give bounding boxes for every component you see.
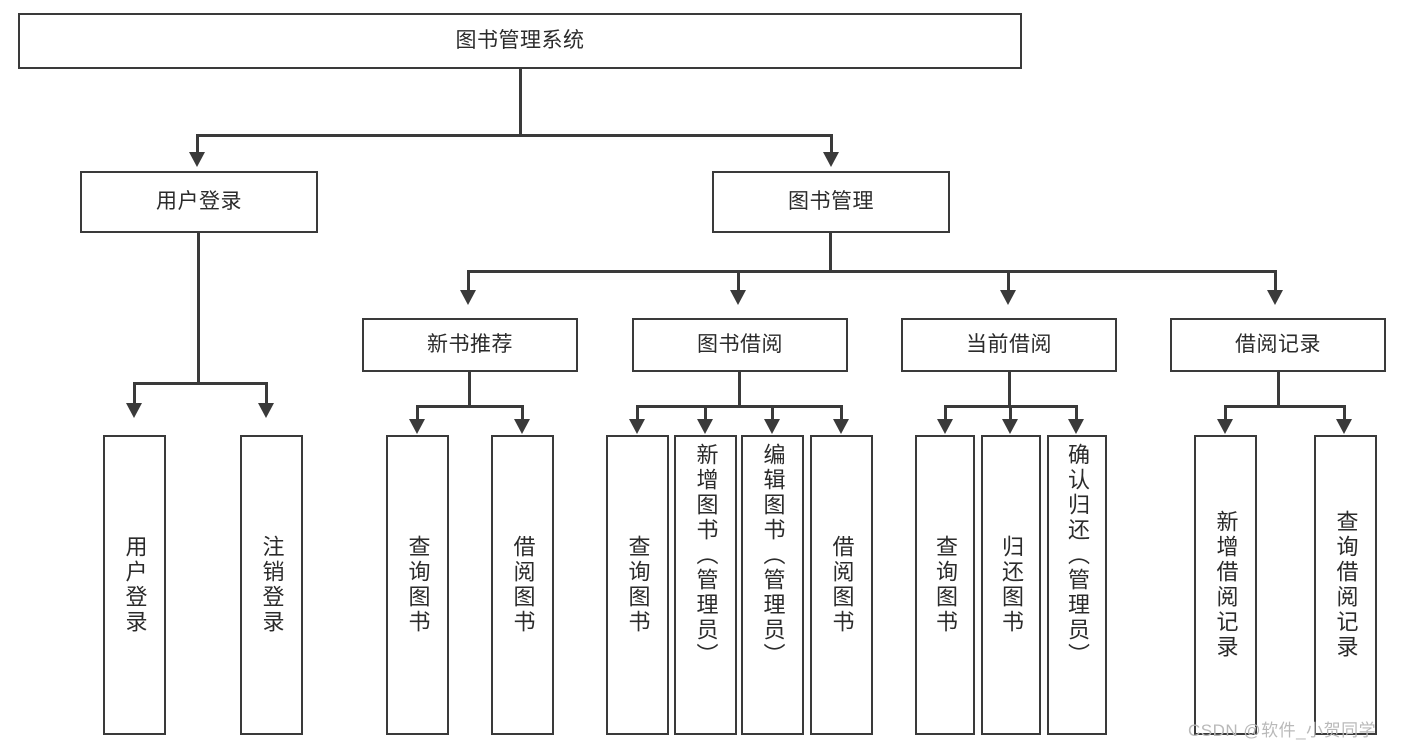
connector-book-borrow-bus [636,405,843,408]
leaf-label: 查询图书 [625,535,651,635]
leaf-label: 借阅图书 [510,535,536,635]
arrow-cb-leaf-3 [1068,419,1084,434]
connector-to-new-book-recommend [467,270,470,292]
node-user-login[interactable]: 用户登录 [80,171,318,233]
leaf-label: 借阅图书 [829,535,855,635]
watermark: CSDN @软件_小贺同学 [1188,721,1377,740]
connector-nbr-leaf-2 [521,405,524,421]
node-new-book-recommend[interactable]: 新书推荐 [362,318,578,372]
connector-new-book-recommend-stem [468,372,471,408]
leaf-user-login[interactable]: 用户登录 [103,435,166,735]
leaf-label: 查询图书 [933,535,958,635]
leaf-label: 查询图书 [405,535,431,635]
leaf-label: 用户登录 [122,535,148,635]
leaf-query-borrow-record[interactable]: 查询借阅记录 [1314,435,1377,735]
connector-bb-leaf-3 [771,405,774,421]
leaf-borrow-book-recommend[interactable]: 借阅图书 [491,435,554,735]
node-root-book-management-system[interactable]: 图书管理系统 [18,13,1022,69]
connector-nbr-leaf-1 [416,405,419,421]
arrow-to-borrow-record [1267,290,1283,305]
arrow-cb-leaf-1 [937,419,953,434]
arrow-user-login-leaf-2 [258,403,274,418]
arrow-nbr-leaf-2 [514,419,530,434]
arrow-nbr-leaf-1 [409,419,425,434]
leaf-label: 归还图书 [999,535,1024,635]
leaf-borrow-book[interactable]: 借阅图书 [810,435,873,735]
arrow-cb-leaf-2 [1002,419,1018,434]
node-label: 当前借阅 [966,332,1052,356]
connector-level3-bus [467,270,1277,273]
node-current-borrow[interactable]: 当前借阅 [901,318,1117,372]
connector-current-borrow-stem [1008,372,1011,408]
connector-br-leaf-2 [1343,405,1346,421]
connector-br-leaf-1 [1224,405,1227,421]
arrow-user-login-leaf-1 [126,403,142,418]
leaf-edit-book-admin[interactable]: 编辑图书（管理员） [741,435,804,735]
leaf-query-book-borrow[interactable]: 查询图书 [606,435,669,735]
leaf-label: 编辑图书（管理员） [760,443,786,668]
connector-root-to-user-login [196,134,199,154]
leaf-label: 注销登录 [259,535,285,635]
arrow-br-leaf-1 [1217,419,1233,434]
arrow-to-current-borrow [1000,290,1016,305]
connector-book-management-stem [829,233,832,272]
arrow-to-new-book-recommend [460,290,476,305]
leaf-label: 查询借阅记录 [1333,510,1359,660]
arrow-root-to-book-management [823,152,839,167]
connector-user-login-bus [133,382,268,385]
connector-to-current-borrow [1007,270,1010,292]
node-label: 借阅记录 [1235,332,1321,356]
node-book-management[interactable]: 图书管理 [712,171,950,233]
connector-bb-leaf-1 [636,405,639,421]
leaf-logout[interactable]: 注销登录 [240,435,303,735]
arrow-bb-leaf-3 [764,419,780,434]
connector-user-login-right [265,382,268,405]
node-label: 图书管理 [788,189,874,213]
leaf-label: 新增借阅记录 [1213,510,1239,660]
leaf-label: 新增图书（管理员） [693,443,719,668]
node-label: 图书管理系统 [455,28,585,52]
connector-borrow-record-stem [1277,372,1280,408]
leaf-query-book-current[interactable]: 查询图书 [915,435,975,735]
connector-bb-leaf-2 [704,405,707,421]
connector-book-borrow-stem [738,372,741,408]
connector-root-to-book-management [830,134,833,154]
leaf-confirm-return-admin[interactable]: 确认归还（管理员） [1047,435,1107,735]
connector-root-bus [196,134,833,137]
connector-new-book-recommend-bus [416,405,524,408]
connector-bb-leaf-4 [840,405,843,421]
node-label: 用户登录 [156,189,242,213]
arrow-bb-leaf-4 [833,419,849,434]
connector-root-stem [519,69,522,136]
connector-cb-leaf-2 [1009,405,1012,421]
arrow-root-to-user-login [189,152,205,167]
connector-to-borrow-record [1274,270,1277,292]
arrow-bb-leaf-1 [629,419,645,434]
node-label: 图书借阅 [697,332,783,356]
node-book-borrow[interactable]: 图书借阅 [632,318,848,372]
leaf-query-book-recommend[interactable]: 查询图书 [386,435,449,735]
node-borrow-record[interactable]: 借阅记录 [1170,318,1386,372]
leaf-add-borrow-record[interactable]: 新增借阅记录 [1194,435,1257,735]
connector-user-login-left [133,382,136,405]
connector-borrow-record-bus [1224,405,1346,408]
connector-to-book-borrow [737,270,740,292]
arrow-br-leaf-2 [1336,419,1352,434]
arrow-bb-leaf-2 [697,419,713,434]
leaf-label: 确认归还（管理员） [1065,443,1090,668]
arrow-to-book-borrow [730,290,746,305]
leaf-add-book-admin[interactable]: 新增图书（管理员） [674,435,737,735]
connector-cb-leaf-3 [1075,405,1078,421]
connector-cb-leaf-1 [944,405,947,421]
leaf-return-book[interactable]: 归还图书 [981,435,1041,735]
node-label: 新书推荐 [427,332,513,356]
connector-user-login-stem [197,233,200,385]
